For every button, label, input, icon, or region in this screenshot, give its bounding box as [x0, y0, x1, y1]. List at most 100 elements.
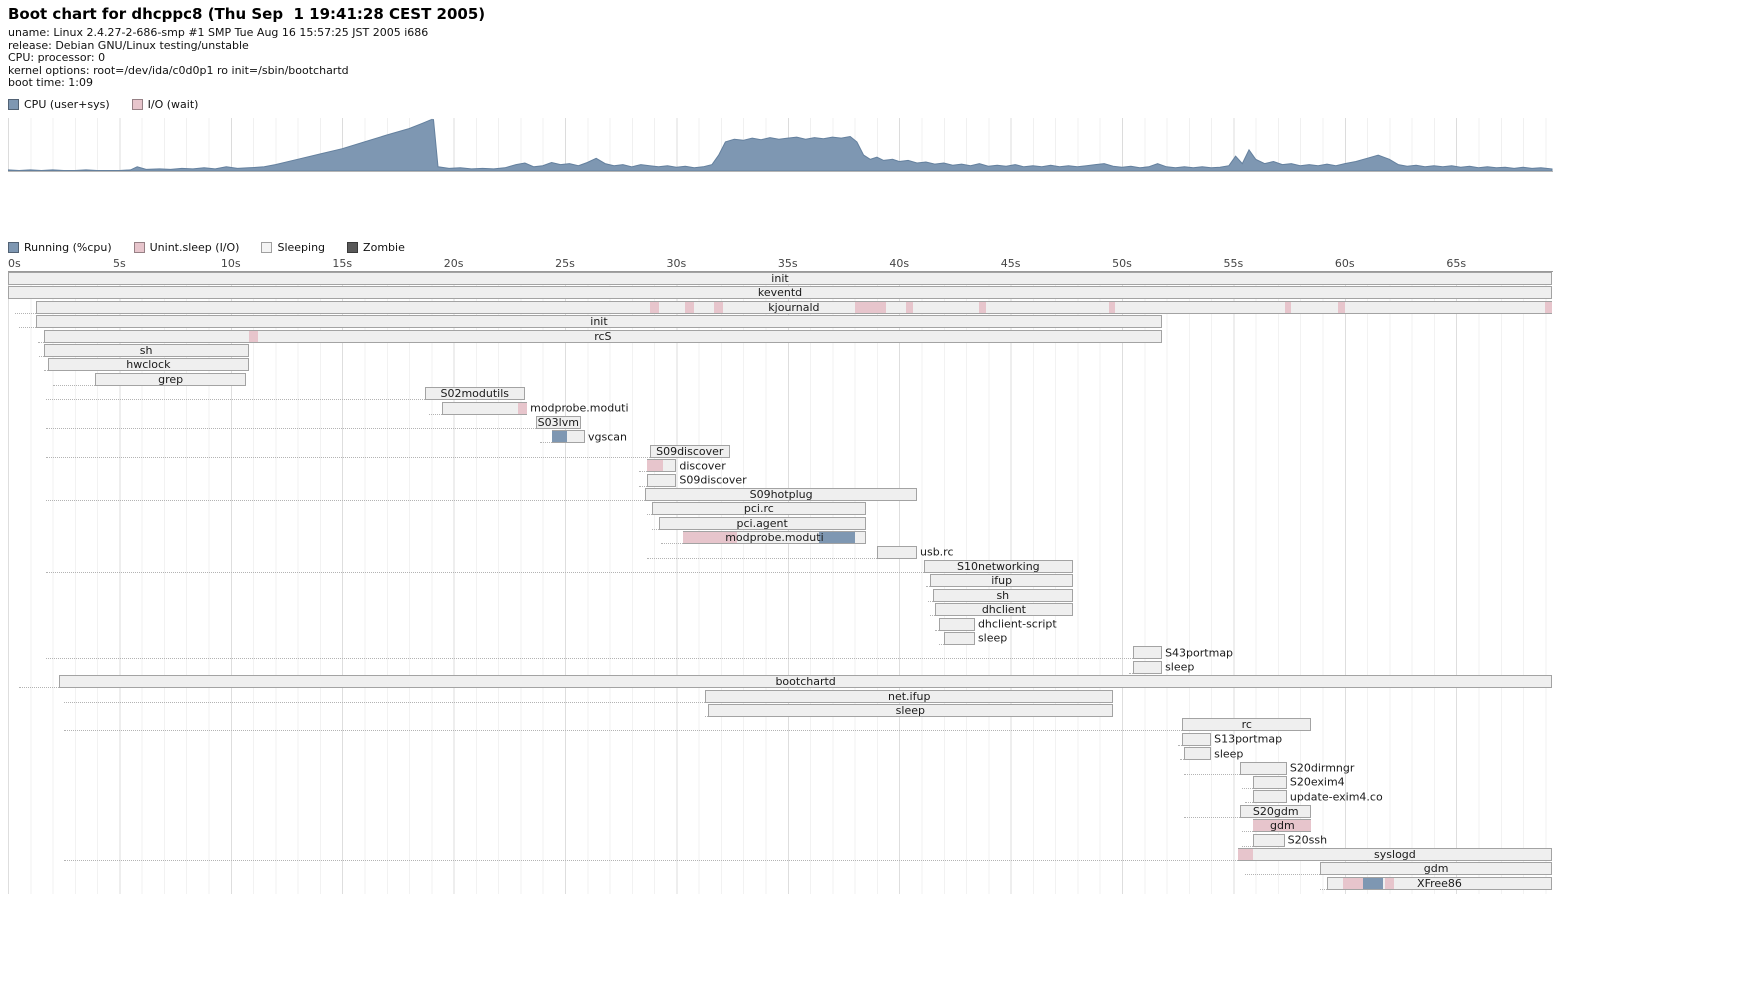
process-label: gdm: [1270, 819, 1295, 833]
state-segment-io: [1384, 877, 1394, 889]
process-bar-dhclient: dhclient: [934, 603, 1073, 617]
axis-tick-label: 30s: [666, 256, 687, 270]
tree-guide-line: [540, 442, 552, 444]
tree-guide-line: [45, 456, 650, 458]
legend-item: CPU (user+sys): [8, 98, 110, 111]
tree-guide-line: [38, 341, 44, 343]
tree-guide-line: [1184, 816, 1241, 818]
state-segment-io: [1545, 301, 1552, 313]
process-bar-modprobe-moduti: modprobe.moduti: [683, 531, 866, 545]
tree-guide-line: [934, 629, 940, 631]
state-segment-io: [979, 301, 987, 313]
tree-guide-line: [1184, 773, 1241, 775]
axis-tick-label: 65s: [1446, 256, 1467, 270]
process-label: S10networking: [957, 559, 1040, 573]
sleep-swatch-icon: [261, 242, 273, 254]
process-bar-gdm: gdm: [1253, 819, 1312, 833]
process-label: keventd: [757, 286, 803, 300]
axis-tick-label: 40s: [889, 256, 910, 270]
legend-label: I/O (wait): [147, 98, 199, 112]
axis-tick-label: 60s: [1334, 256, 1355, 270]
tree-guide-line: [14, 312, 36, 314]
info-line: uname: Linux 2.4.27-2-686-smp #1 SMP Tue…: [8, 26, 429, 39]
info-line: boot time: 1:09: [8, 76, 94, 90]
state-segment-io: [714, 301, 724, 313]
process-label: S09hotplug: [749, 487, 813, 501]
process-bar-rcs: rcS: [43, 329, 1163, 343]
process-bar-ifup: ifup: [930, 574, 1073, 588]
process-bar-discover: discover: [647, 459, 726, 473]
cpu-area-polygon: [8, 119, 1553, 171]
tree-guide-line: [660, 543, 684, 545]
process-bar-s09discover: S09discover: [649, 444, 730, 458]
process-bar-grep: grep: [94, 372, 247, 386]
info-line: release: Debian GNU/Linux testing/unstab…: [8, 38, 249, 52]
process-bar-s03lvm: S03lvm: [536, 415, 581, 429]
process-label: init: [771, 271, 789, 285]
process-bar-update-exim4-co: update-exim4.co: [1253, 790, 1383, 804]
process-label: ifup: [991, 574, 1013, 588]
process-label: sleep: [977, 631, 1008, 645]
process-label: grep: [158, 372, 184, 386]
axis-tick-label: 0s: [8, 256, 21, 270]
process-bar-s20ssh: S20ssh: [1253, 833, 1327, 847]
process-label: pci.rc: [743, 502, 774, 516]
process-bar-xfree86: XFree86: [1326, 876, 1552, 890]
process-label: dhclient: [981, 603, 1026, 617]
process-bar-keventd: keventd: [8, 286, 1552, 300]
legend-item: Unint.sleep (I/O): [133, 241, 239, 254]
process-label: S43portmap: [1165, 646, 1234, 660]
process-bar-bootchartd: bootchartd: [59, 675, 1552, 689]
process-bar-sh: sh: [932, 588, 1073, 602]
process-label: S20dirmngr: [1289, 761, 1355, 775]
state-segment-io: [685, 301, 695, 313]
process-bar-sleep: sleep: [707, 703, 1114, 717]
process-bar-dhclient-script: dhclient-script: [939, 617, 1057, 631]
process-bar-kjournald: kjournald: [35, 300, 1552, 314]
cpu-swatch-icon: [8, 99, 19, 111]
process-bar-vgscan: vgscan: [551, 430, 627, 444]
tree-guide-line: [705, 715, 708, 717]
process-label: sh: [996, 588, 1010, 602]
tree-guide-line: [429, 413, 443, 415]
tree-guide-line: [63, 730, 1183, 732]
process-bar-s20gdm: S20gdm: [1240, 804, 1312, 818]
state-segment-io: [1253, 820, 1312, 832]
axis-tick-label: 25s: [555, 256, 575, 270]
process-bar-sleep: sleep: [1133, 660, 1194, 674]
cpu-area-series: [8, 119, 1553, 171]
axis-tick-label: 45s: [1000, 256, 1021, 270]
info-line: kernel options: root=/dev/ida/c0d0p1 ro …: [8, 63, 349, 77]
tree-guide-line: [19, 327, 36, 329]
process-label: net.ifup: [888, 689, 931, 703]
process-bar-usb-rc: usb.rc: [876, 545, 954, 559]
info-line: CPU: processor: 0: [8, 51, 106, 65]
tree-guide-line: [1179, 759, 1185, 761]
process-bar-s02modutils: S02modutils: [424, 387, 525, 401]
tree-guide-line: [52, 384, 95, 386]
process-bar-s13portmap: S13portmap: [1182, 732, 1282, 746]
process-label: S03lvm: [537, 415, 579, 429]
process-label: init: [590, 315, 608, 329]
legend-item: Running (%cpu): [8, 241, 112, 254]
process-label: gdm: [1423, 862, 1449, 876]
legend-item: I/O (wait): [131, 98, 199, 112]
state-segment-io: [1284, 301, 1292, 313]
process-label: bootchartd: [775, 675, 836, 689]
io-swatch-icon: [131, 99, 143, 111]
process-bar-rc: rc: [1182, 718, 1312, 732]
process-label: sleep: [1165, 660, 1195, 674]
process-bar-init: init: [8, 271, 1552, 285]
process-label: S20ssh: [1287, 833, 1328, 847]
tree-guide-line: [43, 370, 49, 372]
cpu-swatch-icon: [8, 242, 19, 254]
bootchart-page: Boot chart for dhcppc8 (Thu Sep 1 19:41:…: [8, 5, 1752, 894]
tree-guide-line: [928, 600, 933, 602]
axis-tick-label: 55s: [1223, 256, 1244, 270]
axis-tick-label: 35s: [777, 256, 798, 270]
state-segment-io: [1108, 301, 1116, 313]
tree-guide-line: [1242, 845, 1254, 847]
process-bar-pci-rc: pci.rc: [651, 502, 866, 516]
